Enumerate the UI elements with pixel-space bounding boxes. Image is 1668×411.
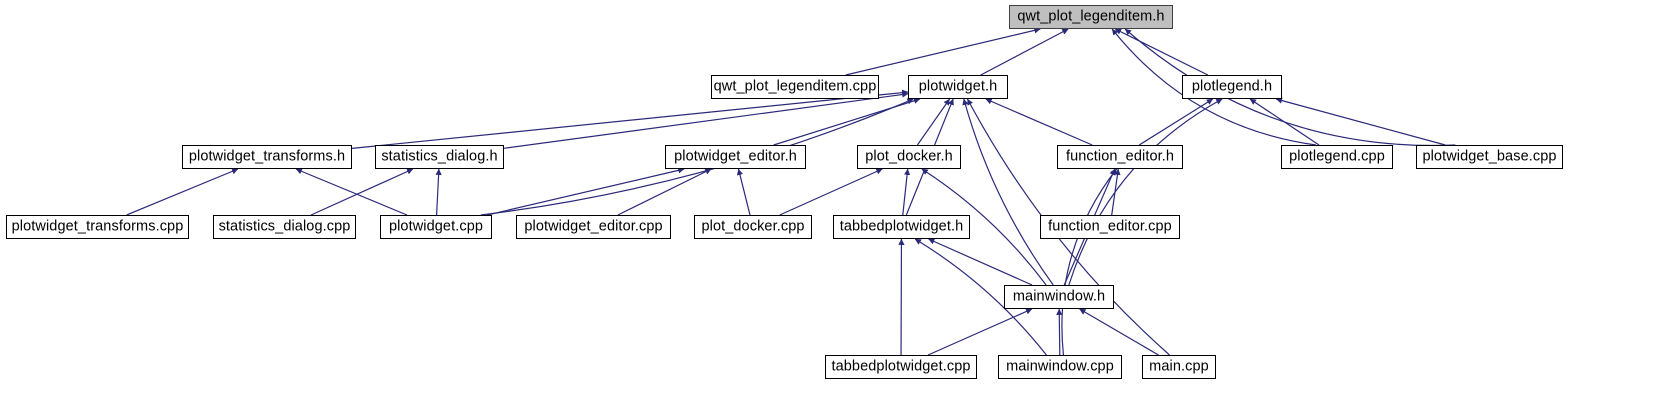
graph-edge-plot-docker-cpp-to-plotwidget-editor-h: [736, 168, 751, 216]
graph-node-label: plot_docker.h: [865, 148, 953, 165]
graph-node-plotwidget-transforms-cpp[interactable]: plotwidget_transforms.cpp: [6, 215, 189, 239]
graph-node-main-cpp[interactable]: main.cpp: [1142, 355, 1216, 379]
graph-edge-mainwindow-cpp-to-mainwindow-h: [1056, 308, 1063, 356]
graph-node-qwt-plot-legenditem-cpp[interactable]: qwt_plot_legenditem.cpp: [711, 75, 879, 99]
graph-node-tabbedplotwidget-cpp[interactable]: tabbedplotwidget.cpp: [825, 355, 977, 379]
graph-node-label: function_editor.cpp: [1048, 218, 1172, 235]
graph-node-label: plotwidget.cpp: [388, 218, 484, 235]
graph-node-label: plotlegend.h: [1191, 78, 1273, 95]
graph-node-plot-docker-h[interactable]: plot_docker.h: [857, 145, 961, 169]
graph-node-tabbedplotwidget-h[interactable]: tabbedplotwidget.h: [833, 215, 970, 239]
graph-node-plotwidget-base-cpp[interactable]: plotwidget_base.cpp: [1416, 145, 1563, 169]
graph-node-label: tabbedplotwidget.h: [839, 218, 964, 235]
graph-node-statistics-dialog-cpp[interactable]: statistics_dialog.cpp: [213, 215, 356, 239]
graph-edge-qwt-plot-legenditem-cpp-to-qwt-plot-legenditem-h: [845, 27, 1041, 76]
graph-edge-plotwidget-transforms-cpp-to-plotwidget-transforms-h: [126, 168, 239, 216]
graph-node-label: plotlegend.cpp: [1289, 148, 1385, 165]
graph-node-function-editor-h[interactable]: function_editor.h: [1057, 145, 1183, 169]
graph-node-mainwindow-h[interactable]: mainwindow.h: [1004, 285, 1114, 309]
graph-node-plotwidget-cpp[interactable]: plotwidget.cpp: [380, 215, 492, 239]
graph-node-label: qwt_plot_legenditem.cpp: [713, 78, 877, 95]
graph-edge-plotwidget-base-cpp-to-qwt-plot-legenditem-h: [1124, 28, 1456, 147]
graph-edge-plotwidget-h-to-qwt-plot-legenditem-h: [980, 28, 1069, 76]
graph-node-plot-docker-cpp[interactable]: plot_docker.cpp: [694, 215, 812, 239]
graph-node-plotwidget-h[interactable]: plotwidget.h: [908, 75, 1008, 99]
graph-edge-plotwidget-editor-h-to-plotwidget-h: [773, 97, 921, 146]
graph-edge-function-editor-cpp-to-function-editor-h: [1111, 168, 1121, 216]
graph-edge-plot-docker-cpp-to-plot-docker-h: [779, 168, 883, 216]
graph-edge-mainwindow-cpp-to-function-editor-h: [1061, 168, 1118, 356]
graph-node-label: statistics_dialog.cpp: [218, 218, 351, 235]
graph-node-label: tabbedplotwidget.cpp: [831, 358, 971, 375]
graph-node-label: statistics_dialog.h: [381, 148, 498, 165]
graph-node-plotwidget-transforms-h[interactable]: plotwidget_transforms.h: [182, 145, 352, 169]
graph-edge-statistics-dialog-h-to-plotwidget-h: [503, 91, 909, 149]
graph-edge-tabbedplotwidget-cpp-to-mainwindow-h: [927, 308, 1033, 356]
graph-node-mainwindow-cpp[interactable]: mainwindow.cpp: [998, 355, 1122, 379]
graph-edge-tabbedplotwidget-h-to-plot-docker-h: [902, 168, 911, 216]
graph-node-label: plotwidget_base.cpp: [1422, 148, 1557, 165]
graph-node-label: plotwidget_transforms.cpp: [11, 218, 184, 235]
graph-edge-plotlegend-cpp-to-plotlegend-h: [1249, 98, 1320, 146]
graph-edge-mainwindow-h-to-tabbedplotwidget-h: [928, 238, 1033, 286]
graph-node-plotwidget-editor-cpp[interactable]: plotwidget_editor.cpp: [516, 215, 671, 239]
graph-edge-plotwidget-cpp-to-statistics-dialog-h: [435, 168, 442, 216]
graph-node-label: mainwindow.h: [1012, 288, 1106, 305]
graph-node-label: main.cpp: [1149, 358, 1209, 375]
graph-node-function-editor-cpp[interactable]: function_editor.cpp: [1040, 215, 1180, 239]
graph-edge-function-editor-h-to-plotwidget-h: [985, 98, 1093, 146]
graph-node-plotwidget-editor-h[interactable]: plotwidget_editor.h: [665, 145, 806, 169]
graph-edge-plot-docker-h-to-plotwidget-h: [916, 98, 951, 146]
graph-node-label: function_editor.h: [1065, 148, 1175, 165]
graph-edge-main-cpp-to-mainwindow-h: [1079, 308, 1159, 356]
graph-edge-plotwidget-editor-cpp-to-plotwidget-editor-h: [617, 168, 712, 216]
graph-node-statistics-dialog-h[interactable]: statistics_dialog.h: [375, 145, 504, 169]
graph-edge-plotwidget-base-cpp-to-plotlegend-h: [1275, 97, 1446, 146]
graph-edge-mainwindow-h-to-plotlegend-h: [1068, 98, 1223, 286]
graph-node-label: mainwindow.cpp: [1006, 358, 1114, 375]
graph-node-label: plotwidget_editor.h: [674, 148, 797, 165]
graph-node-label: plotwidget_editor.cpp: [524, 218, 663, 235]
graph-edge-plotwidget-cpp-to-plotwidget-editor-h: [487, 167, 685, 216]
graph-node-plotlegend-h[interactable]: plotlegend.h: [1182, 75, 1282, 99]
graph-edge-function-editor-h-to-plotlegend-h: [1138, 98, 1214, 146]
graph-node-plotlegend-cpp[interactable]: plotlegend.cpp: [1281, 145, 1393, 169]
graph-node-qwt-plot-legenditem-h[interactable]: qwt_plot_legenditem.h: [1009, 5, 1173, 29]
graph-edge-statistics-dialog-cpp-to-statistics-dialog-h: [310, 168, 414, 216]
graph-node-label: plot_docker.cpp: [701, 218, 805, 235]
graph-edge-plotlegend-h-to-qwt-plot-legenditem-h: [1114, 28, 1209, 76]
graph-node-label: plotwidget_transforms.h: [188, 148, 346, 165]
graph-edge-plotwidget-transforms-h-to-plotwidget-h: [351, 89, 909, 149]
graph-node-label: qwt_plot_legenditem.h: [1017, 8, 1165, 25]
graph-edge-mainwindow-h-to-plotwidget-h: [962, 98, 1054, 286]
graph-node-label: plotwidget.h: [918, 78, 998, 95]
graph-edge-plotwidget-cpp-to-plotwidget-transforms-h: [295, 168, 408, 216]
